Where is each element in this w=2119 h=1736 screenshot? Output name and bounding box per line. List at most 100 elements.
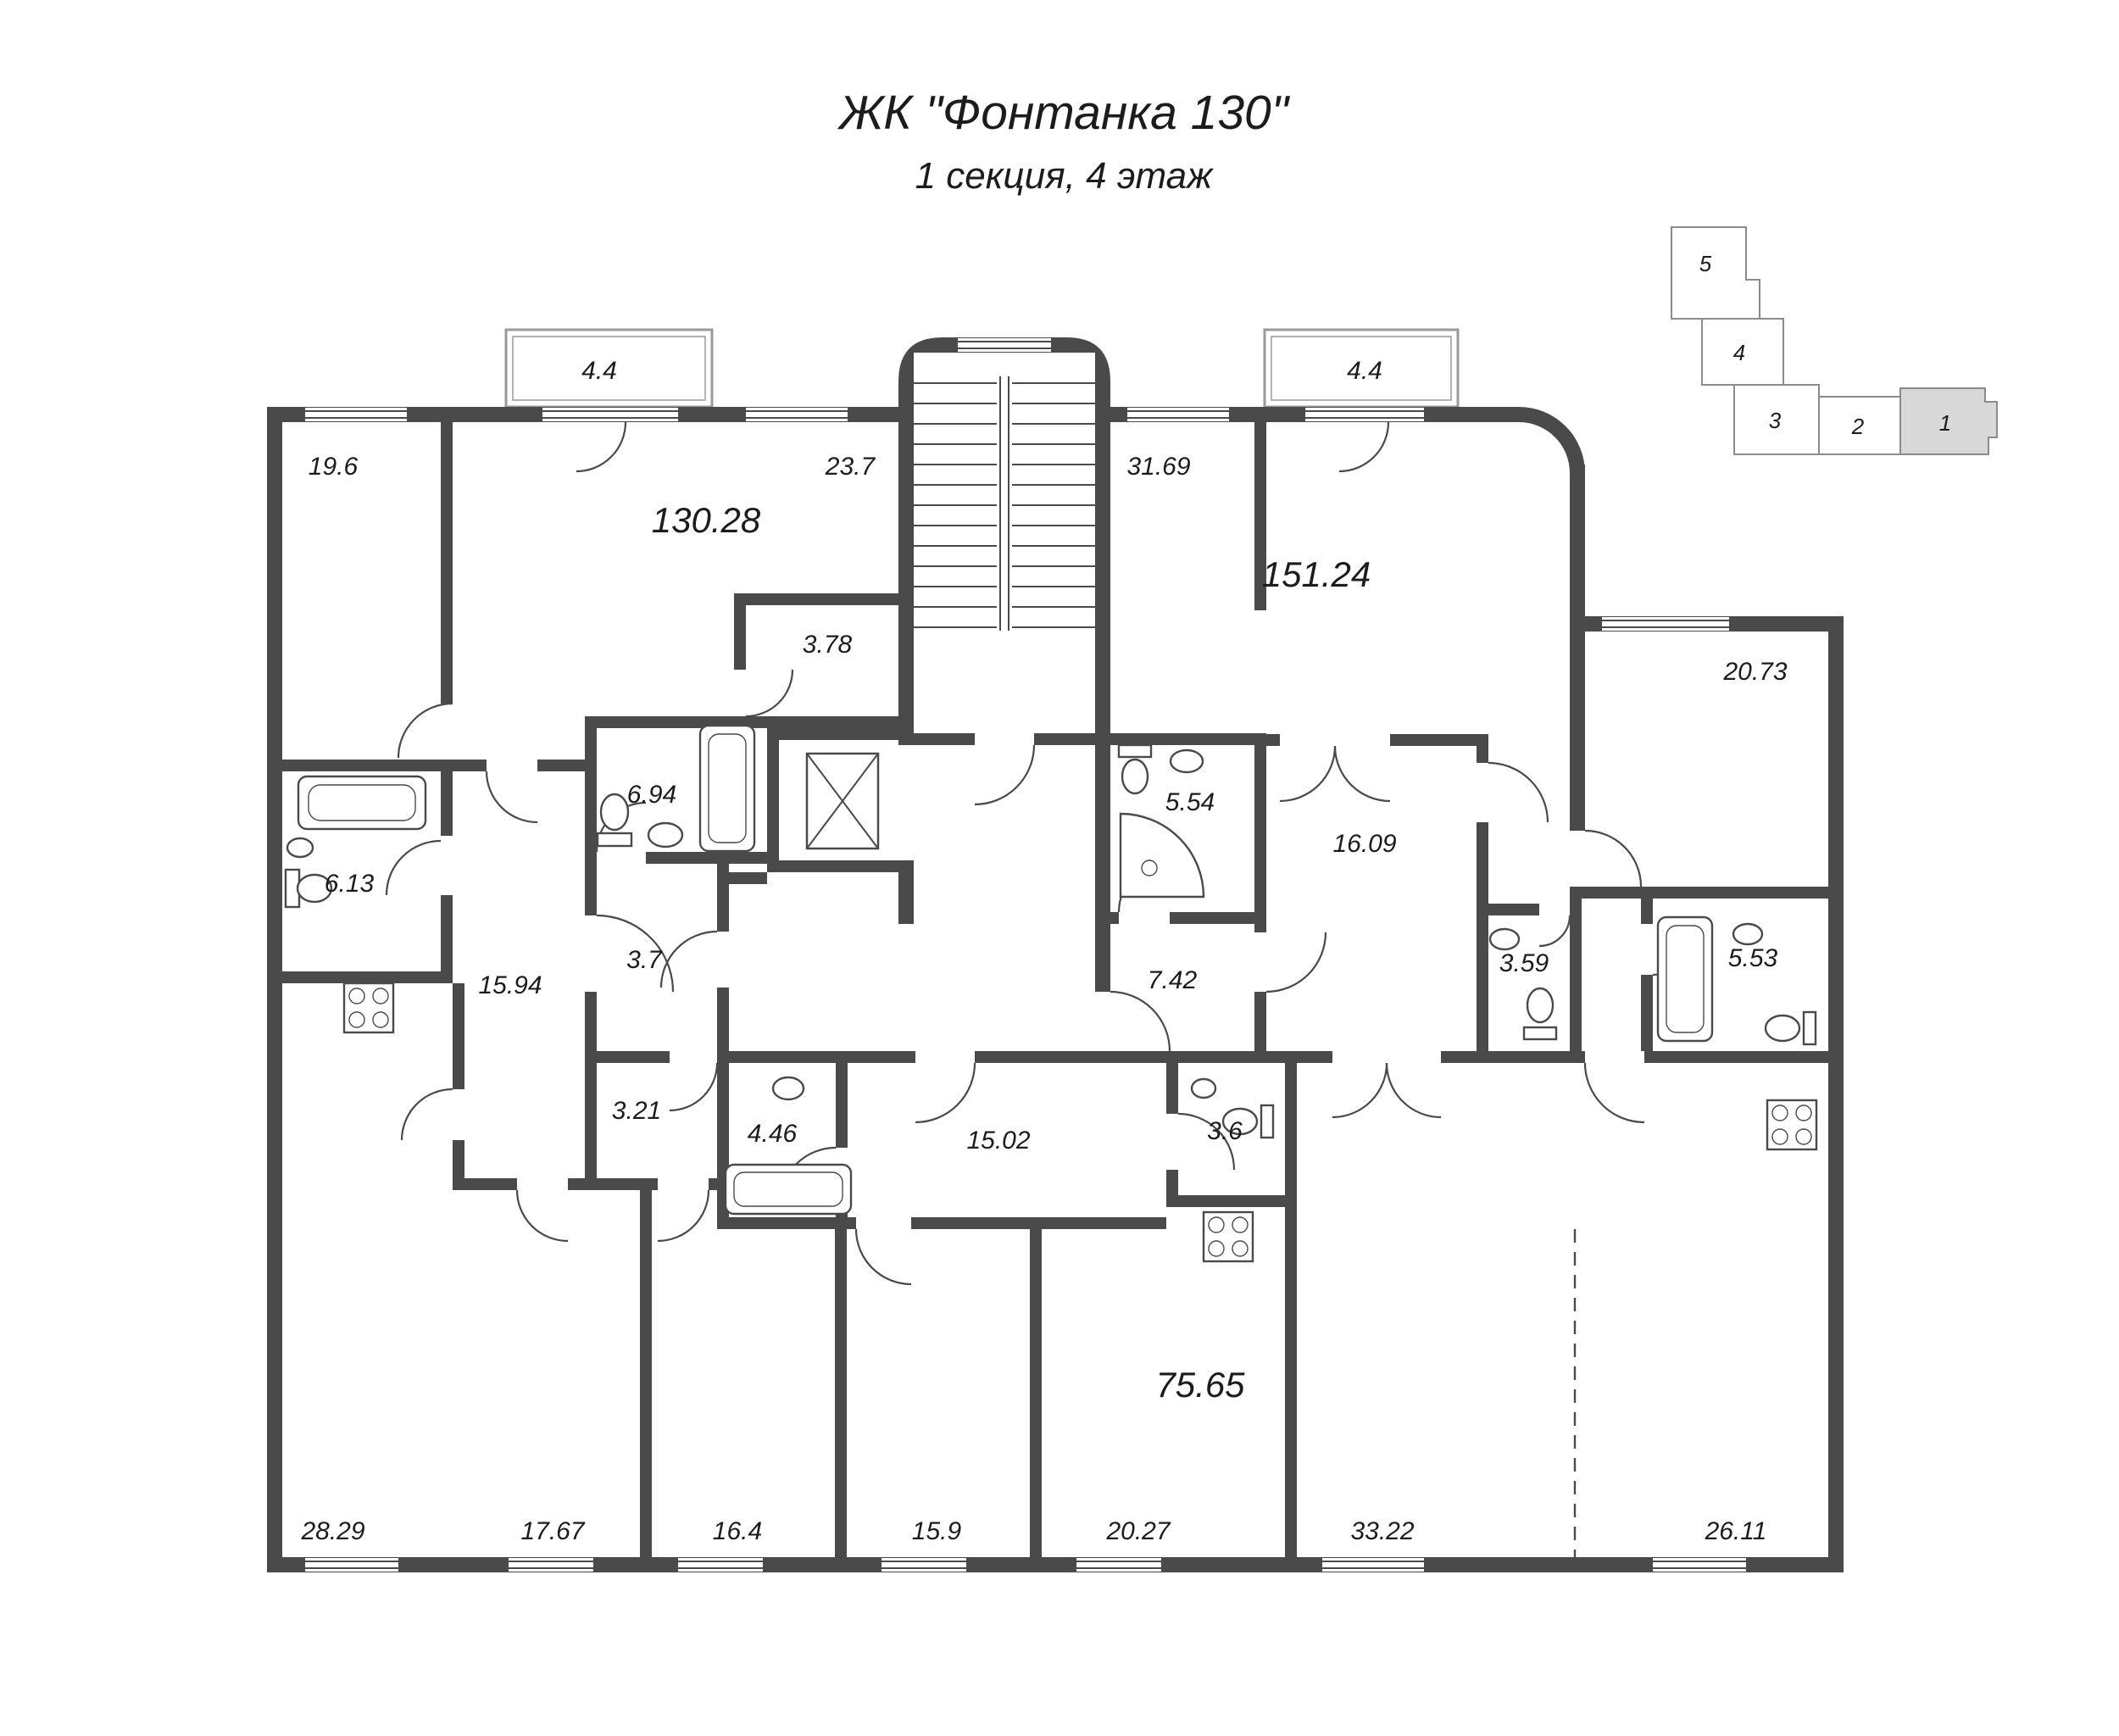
keyplan-label: 2 [1851, 414, 1865, 439]
window [1127, 408, 1229, 421]
door-arc [576, 421, 627, 473]
sink-icon [771, 1076, 805, 1101]
corner-bathtub-icon [1119, 812, 1205, 899]
balcony-door-window [542, 408, 678, 421]
door-arc [1538, 915, 1571, 948]
keyplan-section-1 [1899, 387, 1998, 455]
room-area-label: 4.46 [748, 1120, 798, 1148]
room-area-label: 15.94 [478, 971, 542, 999]
door-arcs [385, 421, 1705, 1286]
balcony-area-label: 4.4 [581, 357, 617, 385]
room-area-label: 19.6 [309, 453, 359, 481]
window [882, 1558, 966, 1572]
door-arc [1110, 990, 1171, 1052]
bathtub-icon [1656, 915, 1714, 1043]
door-arc [1177, 1112, 1236, 1171]
keyplan-label: 5 [1699, 251, 1712, 276]
bathtub-icon [698, 724, 756, 853]
elevator-cab [805, 752, 880, 850]
room-area-label: 3.7 [626, 946, 663, 974]
door-arc [1332, 1062, 1388, 1119]
apartment-total-label: 151.24 [1262, 554, 1371, 594]
stair-flight-left [914, 382, 997, 628]
door-arc [915, 1062, 976, 1124]
room-area-label: 3.78 [803, 631, 853, 659]
plan-header: ЖК "Фонтанка 130" 1 секция, 4 этаж [837, 86, 1291, 197]
door-arc [397, 702, 453, 759]
room-area-label: 33.22 [1350, 1517, 1414, 1545]
keyplan-label: 4 [1733, 340, 1745, 365]
window [1076, 1558, 1161, 1572]
room-area-label: 20.73 [1722, 658, 1787, 686]
windows [305, 338, 1746, 1572]
room-area-label: 20.27 [1105, 1517, 1171, 1545]
door-arc [669, 1062, 719, 1112]
room-area-label: 31.69 [1126, 453, 1190, 481]
page-subtitle: 1 секция, 4 этаж [915, 155, 1214, 197]
elevator [805, 752, 880, 850]
window [1653, 1558, 1746, 1572]
stairs [914, 376, 1095, 631]
door-arc [596, 914, 675, 993]
sink-icon [286, 837, 314, 859]
elevator-cross-icon [806, 753, 879, 849]
exterior-walls [267, 337, 1844, 1572]
apartment-total-label: 75.65 [1155, 1365, 1245, 1405]
room-area-label: 6.94 [627, 781, 676, 809]
door-arc [1584, 829, 1643, 887]
stove-icon [342, 982, 395, 1034]
balcony-area-label: 4.4 [1347, 357, 1382, 385]
room-area-label: 3.59 [1499, 949, 1549, 977]
door-arc [1583, 1062, 1645, 1124]
toilet-icon [596, 793, 633, 848]
door-arc [1333, 745, 1391, 803]
room-area-label: 16.4 [713, 1517, 762, 1545]
room-area-label: 17.67 [520, 1517, 585, 1545]
room-area-label: 26.11 [1705, 1517, 1767, 1545]
stair-flight-right [1012, 382, 1095, 628]
door-arc [1265, 932, 1327, 993]
window [509, 1558, 593, 1572]
room-area-label: 5.54 [1165, 788, 1215, 816]
sink-icon [1169, 748, 1204, 774]
door-arc [659, 930, 718, 988]
balcony-door-window [1305, 408, 1424, 421]
room-area-label: 3.21 [612, 1097, 661, 1125]
room-area-label: 15.02 [966, 1127, 1030, 1155]
toilet-icon [1522, 987, 1558, 1041]
stair-core-outline [898, 337, 1110, 458]
door-arc [657, 1189, 710, 1243]
room-area-label: 15.9 [912, 1517, 962, 1545]
toilet-icon [284, 868, 333, 909]
window [1322, 1558, 1424, 1572]
room-area-label: 23.7 [825, 453, 876, 481]
door-arc [385, 839, 442, 896]
window [305, 1558, 398, 1572]
stair-window [958, 338, 1051, 352]
room-area-label: 5.53 [1728, 944, 1778, 972]
door-arc [515, 1189, 569, 1243]
door-arc [485, 771, 538, 824]
keyplan: 5 4 3 2 1 [1671, 226, 1998, 455]
door-arc [1279, 745, 1337, 803]
door-arc [1385, 1062, 1442, 1119]
door-arc [745, 669, 794, 718]
bathtub-icon [724, 1163, 853, 1216]
keyplan-section-5 [1671, 226, 1760, 320]
room-labels: 4.4 4.4 19.6 23.7 130.28 31.69 151.24 3.… [300, 357, 1787, 1545]
toilet-icon [1221, 1104, 1275, 1139]
door-arc [854, 1228, 912, 1286]
keyplan-label: 1 [1939, 410, 1951, 436]
window [1602, 617, 1729, 631]
window [678, 1558, 763, 1572]
sink-icon [1732, 922, 1764, 946]
toilet-icon [1117, 743, 1153, 795]
sink-icon [647, 821, 684, 849]
keyplan-label: 3 [1769, 408, 1782, 433]
fixtures [284, 724, 1818, 1263]
stove-icon [1202, 1210, 1254, 1263]
room-area-label: 3.6 [1207, 1117, 1243, 1145]
apartment-total-label: 130.28 [652, 500, 761, 540]
